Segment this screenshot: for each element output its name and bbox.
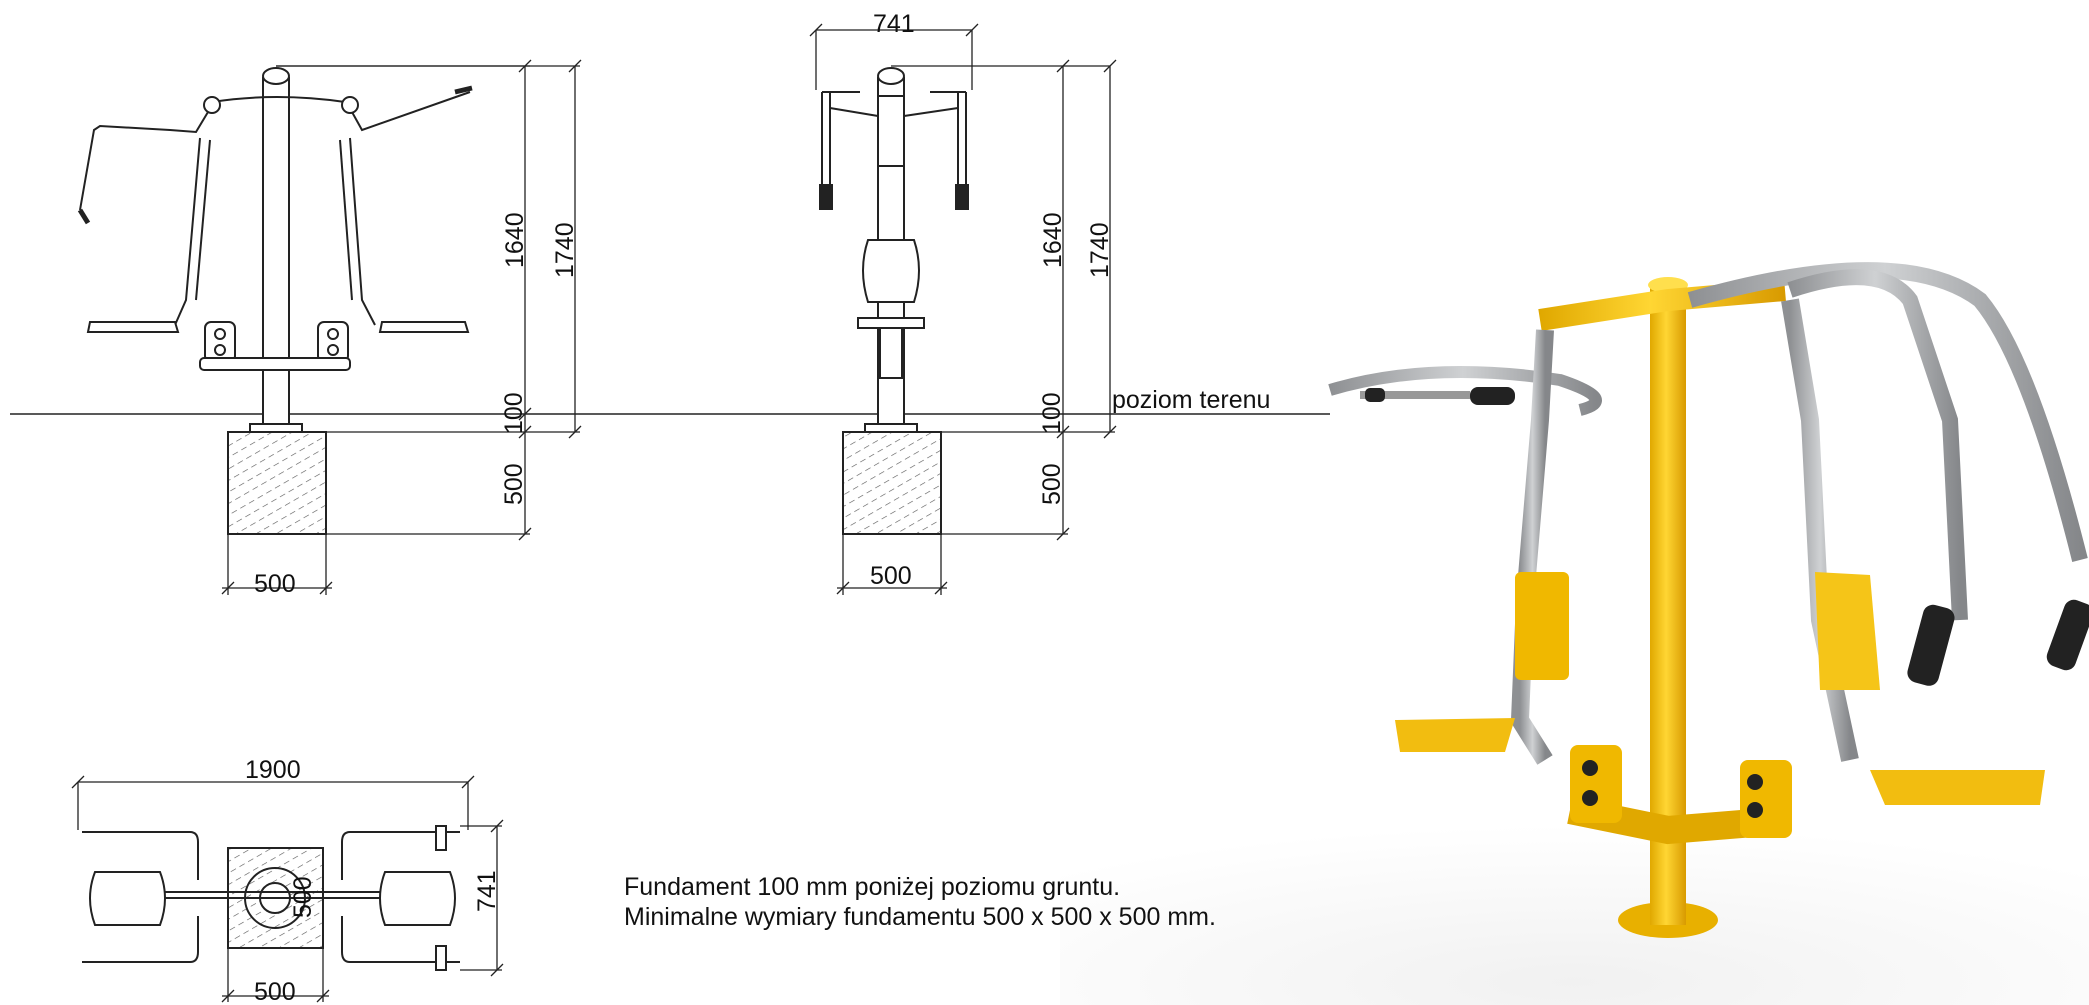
plan-dim-500-inner: 500 [289,876,317,918]
side-foundation [842,431,942,535]
front-dim-100: 100 [500,392,528,434]
foundation-note-line-1: Fundament 100 mm poniżej poziomu gruntu. [624,873,1121,901]
front-right-arm [351,91,471,132]
side-dimensions [809,23,1117,595]
front-dim-500-width: 500 [254,570,296,598]
front-dim-500-depth: 500 [500,463,528,505]
side-dim-500-width: 500 [870,562,912,590]
plan-dimensions [71,775,504,1003]
side-dim-500-depth: 500 [1038,463,1066,505]
front-view [77,67,473,535]
plan-dim-500-bottom: 500 [254,978,296,1005]
side-view [819,67,969,535]
side-dim-1640: 1640 [1039,212,1067,268]
side-backrest [862,239,920,303]
product-render [1060,262,2089,1005]
front-dimensions [221,59,582,595]
front-post [262,77,290,433]
front-dim-1640: 1640 [501,212,529,268]
side-dim-741: 741 [873,10,915,38]
ground-level-label: poziom terenu [1112,386,1270,414]
plan-view [82,825,460,971]
side-dim-1740: 1740 [1086,222,1114,278]
foundation-note: Fundament 100 mm poniżej poziomu gruntu.… [624,872,1216,932]
front-foundation [227,431,327,535]
plan-dim-1900: 1900 [245,756,301,784]
side-dim-100: 100 [1038,392,1066,434]
plan-dim-741: 741 [473,870,501,912]
front-dim-1740: 1740 [551,222,579,278]
foundation-note-line-2: Minimalne wymiary fundamentu 500 x 500 x… [624,903,1216,931]
front-left-arm [79,111,209,211]
